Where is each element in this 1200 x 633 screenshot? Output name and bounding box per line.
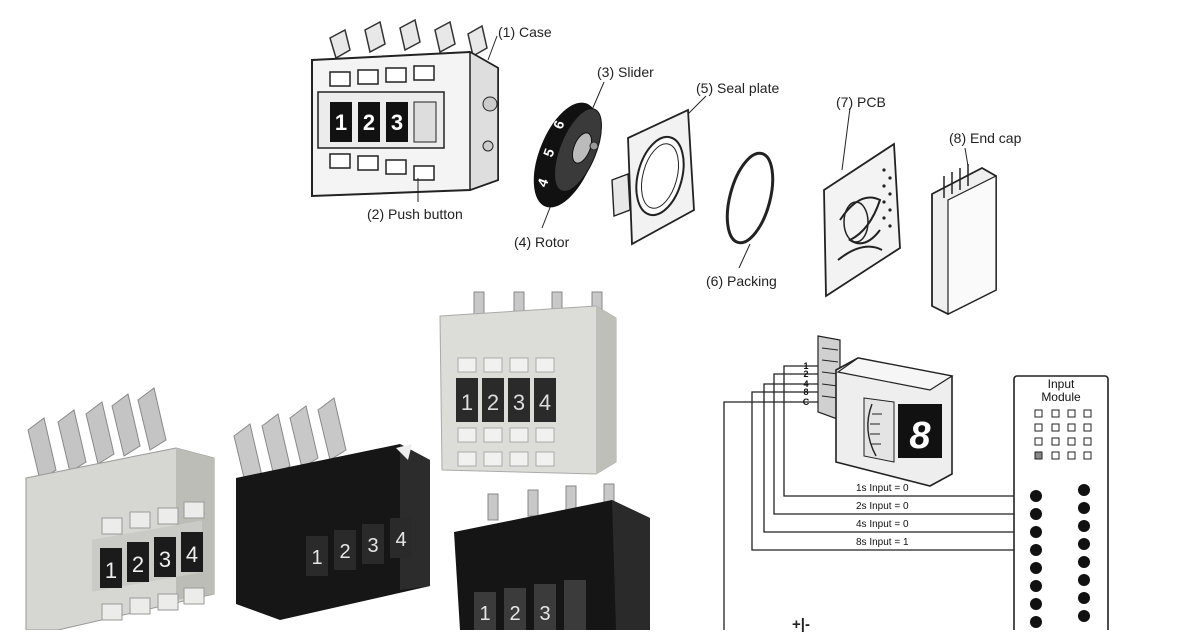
input-module-title-line2: Module: [1041, 390, 1081, 404]
label-case: (1) Case: [498, 24, 552, 40]
seal-plate: [611, 108, 695, 246]
top-switch-digit: 2: [487, 390, 499, 415]
top-switch-digit: 1: [461, 390, 473, 415]
gray-switch-photo: [25, 387, 215, 630]
end-cap: [931, 164, 997, 316]
top-switch-photo: [439, 291, 617, 475]
gray-switch-digit: 3: [159, 547, 171, 572]
wiring-switch: [817, 335, 954, 487]
packing-ring: [725, 151, 775, 245]
case-part: [311, 18, 499, 198]
label-pcb: (7) PCB: [836, 94, 886, 110]
input-1s-label: 1s Input = 0: [856, 483, 909, 494]
rotor-wheel: [533, 102, 602, 208]
label-end-cap: (8) End cap: [949, 130, 1022, 146]
input-4s-label: 4s Input = 0: [856, 519, 909, 530]
front-switch-digit: 3: [539, 603, 550, 625]
case-digit: 3: [391, 110, 403, 135]
front-switch-digit: 2: [509, 603, 520, 625]
black-switch-digit: 4: [395, 529, 406, 551]
input-2s-label: 2s Input = 0: [856, 501, 909, 512]
case-digit: 1: [335, 110, 347, 135]
label-rotor: (4) Rotor: [514, 234, 570, 250]
wiring-diagram: [723, 365, 1036, 630]
top-switch-digit: 4: [539, 390, 551, 415]
label-slider: (3) Slider: [597, 64, 654, 80]
pin-label: 8: [803, 387, 808, 397]
wiring-display-digit: 8: [909, 415, 931, 457]
top-switch-digit: 3: [513, 390, 525, 415]
front-switch-digit: 1: [479, 603, 490, 625]
gray-switch-digit: 1: [105, 558, 117, 583]
input-module: [1013, 375, 1109, 630]
gray-switch-digit: 2: [132, 552, 144, 577]
label-packing: (6) Packing: [706, 273, 777, 289]
input-8s-label: 8s Input = 1: [856, 537, 909, 548]
pin-label: C: [803, 397, 810, 407]
pin-label: 4: [803, 379, 808, 389]
black-switch-digit: 1: [311, 547, 322, 569]
label-push-button: (2) Push button: [367, 206, 463, 222]
pin-label: 1: [803, 361, 808, 371]
black-switch-digit: 3: [367, 535, 378, 557]
front-switch-photo: [454, 483, 650, 630]
black-switch-digit: 2: [339, 541, 350, 563]
pin-label: 2: [803, 369, 808, 379]
black-switch-photo: [233, 397, 430, 620]
power-supply-label: +|-: [792, 616, 810, 633]
input-module-title-line1: Input: [1047, 377, 1075, 391]
case-digit: 2: [363, 110, 375, 135]
label-seal-plate: (5) Seal plate: [696, 80, 780, 96]
pcb-part: [823, 142, 901, 298]
gray-switch-digit: 4: [186, 542, 198, 567]
input-module-title: Input Module: [1015, 378, 1107, 404]
